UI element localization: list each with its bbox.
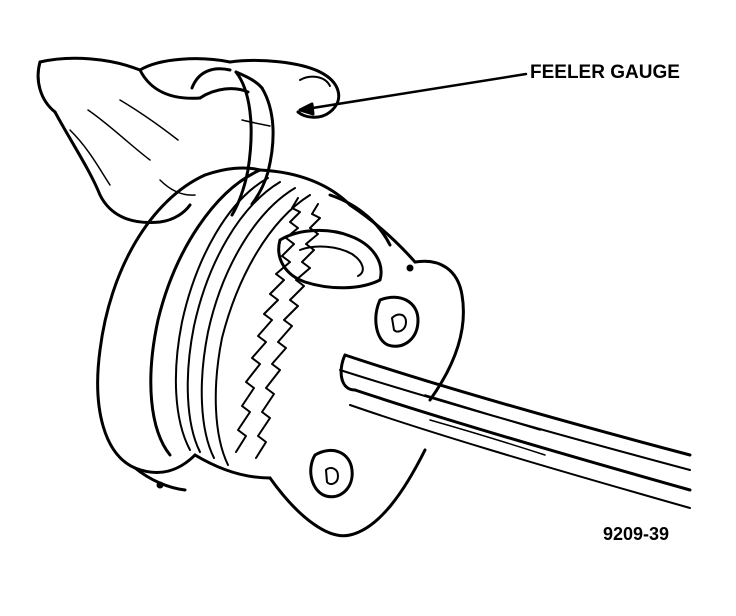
hand-illustration: [36, 56, 341, 225]
feeler-gauge-blade: [230, 70, 275, 217]
callout-leader-line: [298, 72, 528, 116]
connecting-rod: [339, 353, 692, 509]
figure-number: 9209-39: [603, 524, 670, 544]
piston-body: [96, 166, 465, 538]
feeler-gauge-label: FEELER GAUGE: [530, 62, 680, 83]
